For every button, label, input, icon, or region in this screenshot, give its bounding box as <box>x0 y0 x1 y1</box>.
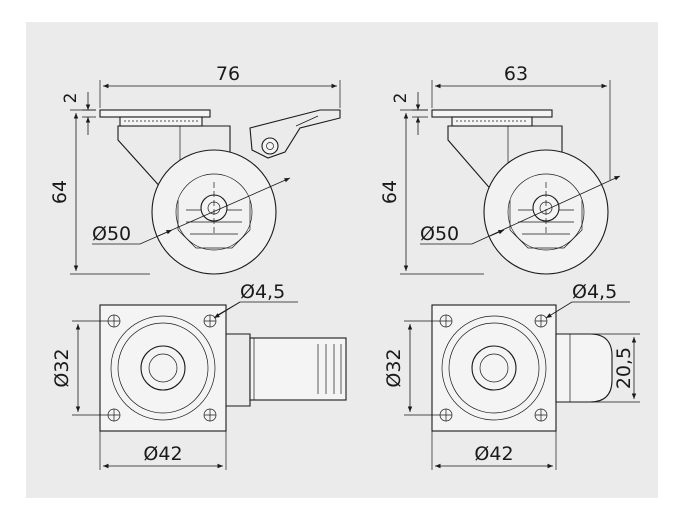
left-brake-pedal-top <box>249 337 347 401</box>
left-plate-width-label: Ø42 <box>143 443 182 465</box>
left-caster-top-view <box>99 304 347 432</box>
right-side-dimensions: 63 2 64 Ø50 <box>379 63 611 275</box>
right-hole-diameter-label: Ø4,5 <box>572 281 617 303</box>
right-width-label: 63 <box>504 63 528 85</box>
left-height-label: 64 <box>49 180 71 204</box>
left-top-dimensions: Ø4,5 Ø32 Ø42 <box>51 281 298 470</box>
right-plate-width-label: Ø42 <box>474 443 513 465</box>
left-hole-diameter-label: Ø4,5 <box>240 281 285 303</box>
left-wheel-diameter-label: Ø50 <box>92 223 131 245</box>
right-mounting-plate <box>431 304 557 432</box>
right-height-label: 64 <box>379 180 401 204</box>
left-brake-pedal <box>249 109 341 159</box>
left-side-dimensions: 76 2 64 Ø50 <box>49 63 341 275</box>
right-top-plate <box>431 109 553 118</box>
left-width-label: 76 <box>216 63 240 85</box>
right-wheel-top <box>555 333 613 403</box>
left-swivel-ring-inner <box>140 345 186 391</box>
left-axle-boss <box>200 194 228 222</box>
right-bearing <box>451 116 533 127</box>
left-brake-pivot <box>261 137 279 155</box>
right-wheel-width-label: 20,5 <box>613 347 635 389</box>
right-swivel-ring-inner <box>471 345 517 391</box>
left-mounting-plate <box>99 304 227 432</box>
left-bearing <box>119 116 203 127</box>
right-plate-thickness-label: 2 <box>391 93 411 104</box>
right-plate-depth-label: Ø32 <box>383 348 405 387</box>
right-wheel-hub-outer <box>507 173 585 251</box>
right-swivel-ring-outer <box>441 315 547 421</box>
right-caster-side-view <box>420 109 621 275</box>
left-plate-thickness-label: 2 <box>61 93 81 104</box>
right-axle-boss <box>532 194 560 222</box>
right-caster-top-view <box>431 304 613 432</box>
right-wheel-diameter-label: Ø50 <box>420 223 459 245</box>
left-wheel-hub-outer <box>175 173 253 251</box>
left-swivel-ring-outer <box>110 315 216 421</box>
left-plate-depth-label: Ø32 <box>51 348 73 387</box>
right-top-dimensions: Ø4,5 Ø32 Ø42 20,5 <box>383 281 640 470</box>
left-top-plate <box>99 109 211 118</box>
left-caster-side-view <box>92 109 341 275</box>
